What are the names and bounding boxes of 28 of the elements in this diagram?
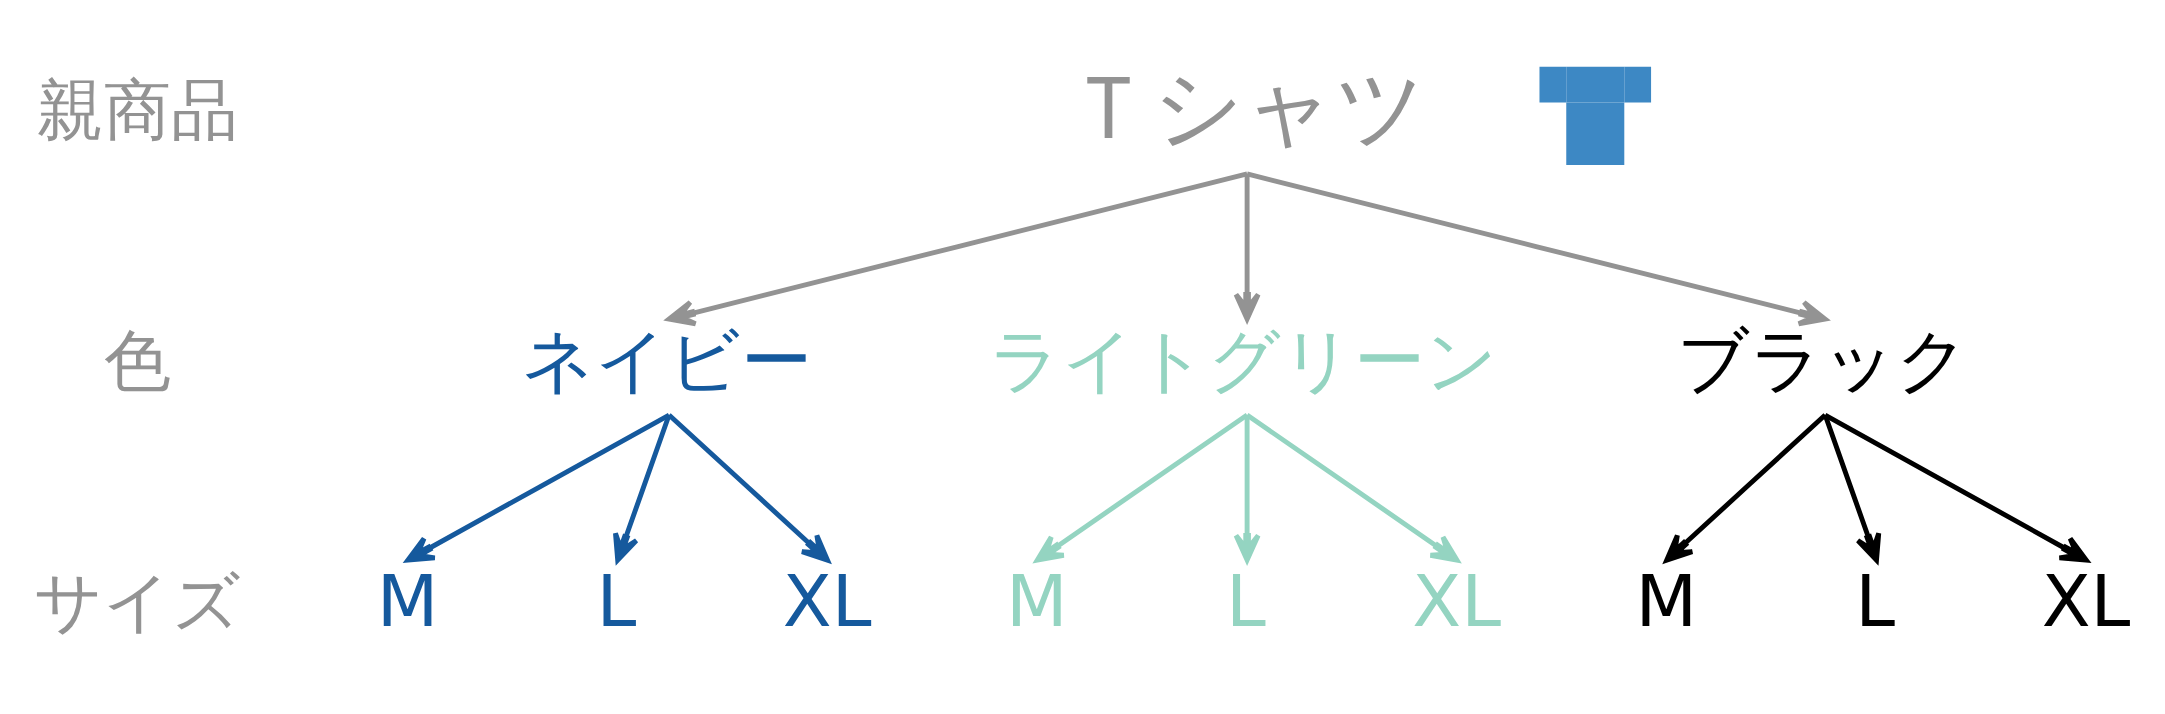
arrow: [1233, 174, 1261, 322]
node-text: M: [1006, 560, 1068, 644]
arrow: [613, 414, 672, 563]
arrow: [1822, 414, 1882, 563]
node-text: XL: [2041, 560, 2131, 644]
arrow: [667, 413, 830, 563]
arrow: [1664, 413, 1827, 563]
arrow: [1823, 412, 2089, 563]
node-text: M: [376, 560, 439, 644]
node-text: ライトグリーン: [989, 319, 1499, 403]
label: 色: [104, 321, 172, 400]
node-text: L: [1225, 560, 1266, 644]
node-text: ブラック: [1676, 319, 1969, 403]
node-text: XL: [1412, 560, 1501, 644]
node-text: L: [1855, 560, 1896, 644]
node-text: ネイビー: [521, 319, 812, 403]
node-text: L: [596, 560, 637, 644]
label: 親商品: [37, 70, 239, 149]
arrow: [1034, 413, 1249, 563]
arrow: [1246, 171, 1828, 327]
arrow: [405, 412, 671, 563]
node-text: M: [1635, 560, 1698, 644]
arrow: [1245, 413, 1460, 563]
label: サイズ: [34, 562, 242, 641]
node-text: Ｔシャツ: [1064, 55, 1427, 160]
arrow: [666, 171, 1248, 327]
arrow: [1233, 415, 1261, 563]
node-text: XL: [782, 560, 872, 644]
